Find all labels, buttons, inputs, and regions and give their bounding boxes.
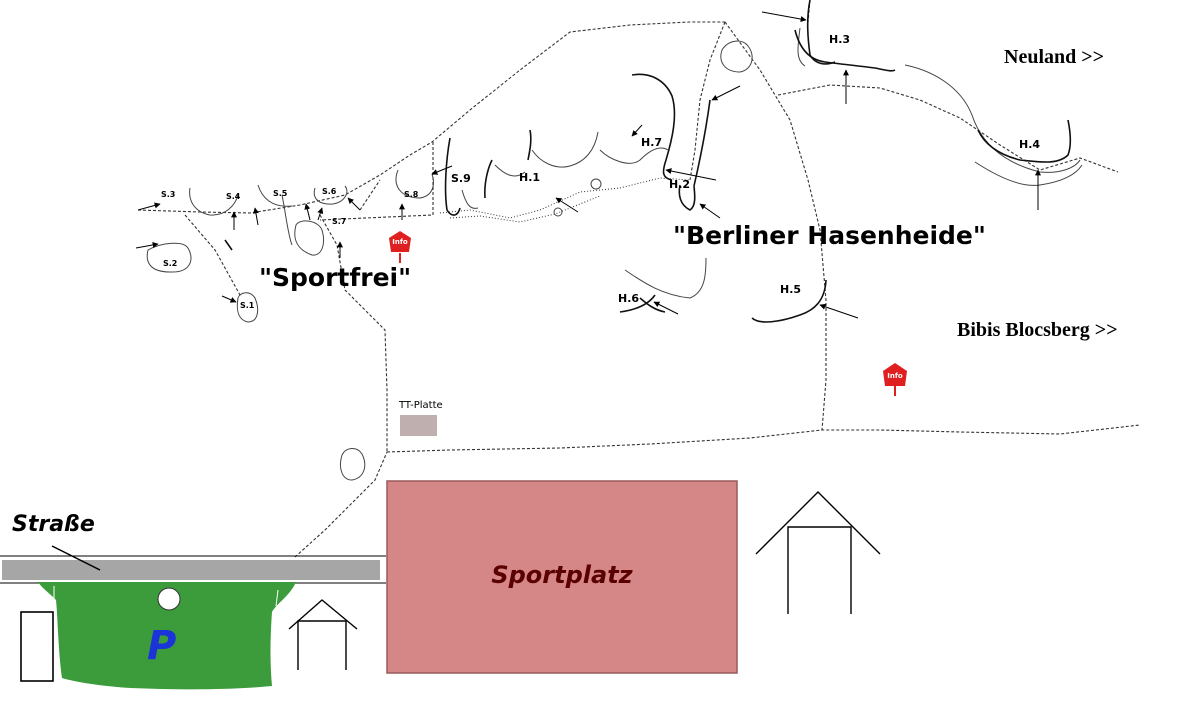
boulder-marker [590,178,602,190]
sector-label-h5: H.5 [780,283,801,296]
sector-label-s7: S.7 [332,217,346,226]
route-arrows [135,11,1041,319]
direction-bibis-blocsberg[interactable]: Bibis Blocsberg >> [957,319,1118,341]
parking-label: P [147,623,176,669]
sector-labels: S.1 S.2 S.3 S.4 S.5 S.6 S.7 S.8 S.9 H.1 … [161,33,1040,310]
sector-label-s5: S.5 [273,189,288,198]
info-label: Info [392,238,408,246]
sportplatz [386,480,738,674]
hut-small [288,599,358,670]
rock-s1 [236,292,259,323]
road [0,545,386,584]
rock-lower [339,448,366,481]
sector-label-h3: H.3 [829,33,850,46]
sector-label-s4: S.4 [226,192,241,201]
rock-top [720,40,753,73]
info-label: Info [887,372,903,380]
sector-label-s9: S.9 [451,172,471,185]
sector-label-h6: H.6 [618,292,639,305]
parking-marker [157,587,181,611]
road-label: Straße [12,512,95,537]
cliff-walls [224,0,1072,323]
sector-label-s3: S.3 [161,190,175,199]
area-name-sportfrei: "Sportfrei" [259,263,411,292]
tt-platte-label: TT-Platte [398,400,443,411]
info-sign[interactable]: Info [389,231,411,263]
sector-label-h1: H.1 [519,171,540,184]
rock-s2 [146,242,192,273]
sportplatz-label: Sportplatz [491,561,633,589]
sector-label-h7: H.7 [641,136,662,149]
rock-s7 [294,220,325,256]
sector-label-h4: H.4 [1019,138,1040,151]
boulder-marker [553,207,563,217]
sector-label-s1: S.1 [240,301,255,310]
info-sign[interactable]: Info [883,363,907,396]
parking-area: P [38,582,296,690]
sector-label-s6: S.6 [322,187,337,196]
area-name-hasenheide: "Berliner Hasenheide" [673,221,986,250]
direction-neuland[interactable]: Neuland >> [1004,46,1104,68]
hut-large [755,491,881,614]
sector-label-h2: H.2 [669,178,690,191]
building-box [20,611,54,682]
tt-platte [400,415,437,436]
rock-formations [146,27,1083,481]
sector-label-s2: S.2 [163,259,177,268]
sector-label-s8: S.8 [404,190,419,199]
